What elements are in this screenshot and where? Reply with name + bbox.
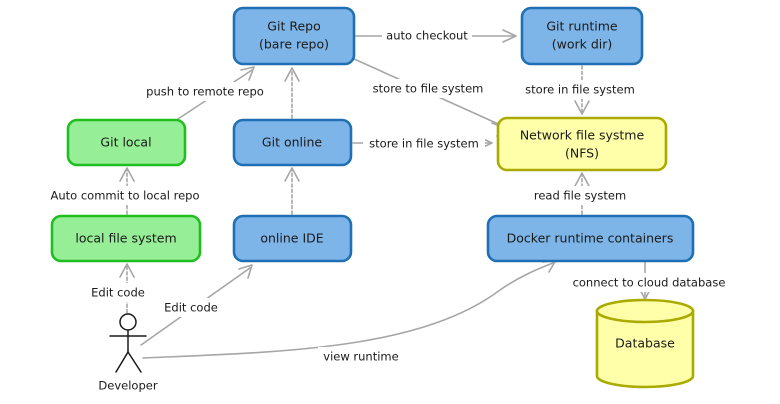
label-push-to-remote-repo: push to remote repo: [140, 82, 270, 101]
node-git-runtime[interactable]: Git runtime (work dir): [520, 6, 644, 66]
actor-developer-label: Developer: [98, 379, 157, 393]
svg-text:Edit code: Edit code: [91, 286, 145, 300]
node-online-ide[interactable]: online IDE: [232, 214, 353, 263]
edge-online-ide-to-git-online: [284, 167, 300, 215]
label-view-runtime: view runtime: [318, 347, 404, 366]
node-git-runtime-line2: (work dir): [552, 37, 613, 52]
label-store-to-file-system: store to file system: [366, 79, 490, 98]
node-nfs-line1: Network file systme: [520, 128, 645, 143]
svg-text:store in file system: store in file system: [525, 83, 635, 97]
node-local-file-system-label: local file system: [75, 231, 176, 246]
node-git-repo[interactable]: Git Repo (bare repo): [232, 6, 356, 66]
svg-text:push to remote repo: push to remote repo: [146, 85, 264, 99]
svg-text:Edit code: Edit code: [164, 301, 218, 315]
label-edit-code-local: Edit code: [85, 283, 151, 302]
svg-text:connect to cloud database: connect to cloud database: [573, 276, 726, 290]
node-database[interactable]: Database: [595, 298, 695, 389]
node-git-runtime-line1: Git runtime: [546, 19, 618, 34]
label-store-in-file-system-runtime: store in file system: [518, 80, 642, 99]
node-docker-runtime-label: Docker runtime containers: [507, 231, 674, 246]
label-auto-checkout: auto checkout: [382, 26, 472, 45]
svg-text:auto checkout: auto checkout: [386, 29, 468, 43]
node-git-repo-line2: (bare repo): [259, 37, 329, 52]
node-git-online[interactable]: Git online: [232, 118, 353, 167]
node-git-repo-line1: Git Repo: [267, 19, 320, 34]
label-store-in-file-system-online: store in file system: [363, 134, 485, 153]
svg-text:view runtime: view runtime: [323, 350, 398, 364]
node-network-file-system[interactable]: Network file systme (NFS): [496, 116, 668, 172]
label-read-file-system: read file system: [523, 186, 637, 205]
node-nfs-line2: (NFS): [565, 146, 599, 161]
label-connect-to-cloud-database: connect to cloud database: [563, 273, 735, 292]
node-docker-runtime-containers[interactable]: Docker runtime containers: [486, 214, 695, 263]
label-auto-commit-to-local-repo: Auto commit to local repo: [38, 186, 212, 205]
node-local-file-system[interactable]: local file system: [50, 214, 202, 263]
actor-developer[interactable]: Developer: [98, 313, 158, 393]
node-git-local-label: Git local: [100, 135, 151, 150]
node-git-local[interactable]: Git local: [66, 118, 187, 167]
svg-text:store in file system: store in file system: [369, 137, 479, 151]
edge-edit-code-local: [119, 263, 135, 319]
actor-legs-icon: [115, 351, 142, 373]
node-online-ide-label: online IDE: [260, 231, 323, 246]
svg-text:read file system: read file system: [534, 189, 626, 203]
svg-text:store to file system: store to file system: [373, 82, 484, 96]
edge-git-online-to-git-repo: [284, 67, 300, 119]
label-edit-code-ide: Edit code: [158, 298, 224, 317]
svg-text:Auto commit to local repo: Auto commit to local repo: [50, 189, 199, 203]
node-database-label: Database: [615, 336, 675, 351]
node-git-online-label: Git online: [262, 135, 322, 150]
